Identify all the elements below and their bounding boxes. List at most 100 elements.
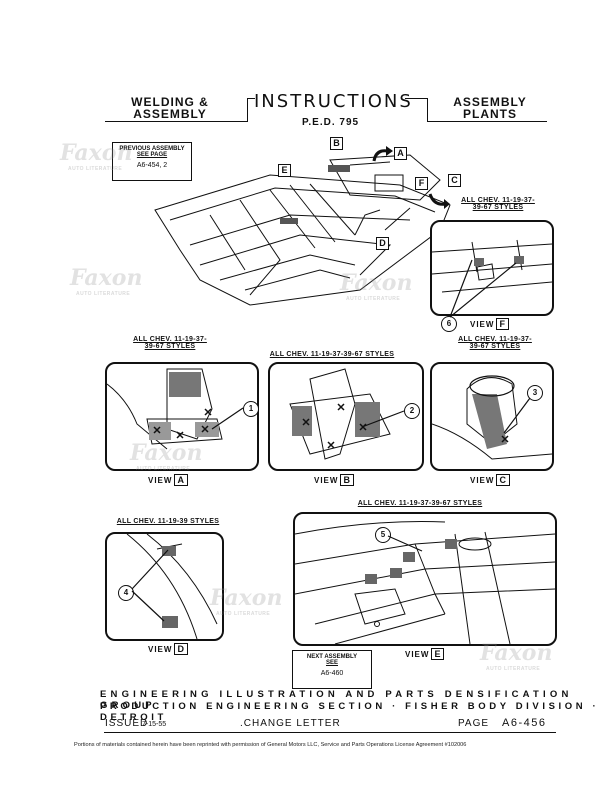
previous-assembly-code: A6-454, 2 xyxy=(136,162,168,169)
view-d-label-text: VIEW xyxy=(148,645,173,654)
view-a-panel xyxy=(105,362,259,471)
footer-rule xyxy=(104,732,556,733)
permission-notice: Portions of materials contained herein h… xyxy=(74,742,467,748)
view-c-style-line1: ALL CHEV. 11-19-37- xyxy=(458,336,532,343)
view-f-label-text: VIEW xyxy=(470,320,495,329)
header-title: INSTRUCTIONS xyxy=(254,91,413,112)
callout-1: 1 xyxy=(243,401,259,417)
callout-3: 3 xyxy=(527,385,543,401)
view-e-illustration xyxy=(295,521,555,644)
view-a-style-line1: ALL CHEV. 11-19-37- xyxy=(133,336,207,343)
view-a-style-line2: 39-67 STYLES xyxy=(144,343,196,350)
watermark-logo: Faxon xyxy=(60,140,133,166)
view-a-illustration xyxy=(107,368,223,450)
callout-5: 5 xyxy=(375,527,391,543)
callout-2-leader xyxy=(361,410,405,428)
view-f-style-label: ALL CHEV. 11-19-37- 39-67 STYLES xyxy=(448,197,548,211)
main-letter-d: D xyxy=(376,237,389,250)
next-assembly-code: A6-460 xyxy=(320,670,344,677)
main-letter-f: F xyxy=(415,177,428,190)
view-c-style-label: ALL CHEV. 11-19-37- 39-67 STYLES xyxy=(440,336,550,350)
view-a-label-text: VIEW xyxy=(148,476,173,485)
header-right-line2: PLANTS xyxy=(463,107,517,121)
view-e-letter: E xyxy=(431,648,445,660)
header-left-label: WELDING & ASSEMBLY xyxy=(120,96,220,120)
header-rule-right xyxy=(427,121,547,122)
next-assembly-line1: NEXT ASSEMBLY xyxy=(306,654,358,660)
header-rule-left-vert xyxy=(247,98,248,122)
previous-assembly-line1: PREVIOUS ASSEMBLY xyxy=(119,146,185,152)
callout-3-leader xyxy=(503,397,531,434)
footer-issued-date: 7-15-55 xyxy=(142,721,167,728)
ped-number: P.E.D. 795 xyxy=(302,117,360,128)
view-e-style-line1: ALL CHEV. 11-19-37-39-67 STYLES xyxy=(357,500,483,507)
view-b-style-line1: ALL CHEV. 11-19-37-39-67 STYLES xyxy=(269,351,395,358)
watermark-logo: Faxon xyxy=(130,440,203,466)
main-letter-c: C xyxy=(448,174,461,187)
next-assembly-box: NEXT ASSEMBLY SEE A6-460 xyxy=(292,650,372,689)
view-d-illustration xyxy=(126,534,218,639)
view-a-letter: A xyxy=(174,474,188,486)
view-d-style-label: ALL CHEV. 11-19-39 STYLES xyxy=(108,518,228,525)
arrow-icon xyxy=(372,146,393,162)
watermark-sub: AUTO LITERATURE xyxy=(76,291,131,297)
view-f-panel xyxy=(430,220,554,316)
arrow-icon xyxy=(428,193,450,209)
next-assembly-line2: SEE xyxy=(325,660,338,666)
view-c-label-text: VIEW xyxy=(470,476,495,485)
view-d-letter: D xyxy=(174,643,188,655)
header-rule-join-left xyxy=(247,98,255,99)
header-rule-right-vert xyxy=(427,98,428,122)
main-letter-e: E xyxy=(278,164,291,177)
footer-page-label: PAGE xyxy=(458,718,490,729)
callout-1-leader xyxy=(211,407,244,430)
view-b-style-label: ALL CHEV. 11-19-37-39-67 STYLES xyxy=(262,351,402,358)
callout-4-leaders xyxy=(131,549,169,622)
callout-2: 2 xyxy=(404,403,420,419)
previous-assembly-box: PREVIOUS ASSEMBLY SEE PAGE A6-454, 2 xyxy=(112,142,192,181)
main-floor-pan-illustration xyxy=(154,154,451,306)
watermark-logo: Faxon xyxy=(210,585,283,611)
watermark-logo: Faxon xyxy=(480,640,553,666)
view-c-illustration xyxy=(432,375,552,460)
view-a-style-label: ALL CHEV. 11-19-37- 39-67 STYLES xyxy=(115,336,225,350)
view-f-letter: F xyxy=(496,318,509,330)
view-f-style-line2: 39-67 STYLES xyxy=(472,204,524,211)
view-c-letter: C xyxy=(496,474,510,486)
main-letter-b: B xyxy=(330,137,343,150)
view-b-illustration xyxy=(289,368,391,460)
callout-5-leader xyxy=(387,535,423,552)
watermark-sub: AUTO LITERATURE xyxy=(216,611,271,617)
view-f-style-line1: ALL CHEV. 11-19-37- xyxy=(461,197,535,204)
view-b-label-text: VIEW xyxy=(314,476,339,485)
view-e-label-text: VIEW xyxy=(405,650,430,659)
header-rule-join-right xyxy=(405,98,428,99)
header-left-line2: ASSEMBLY xyxy=(133,107,207,121)
callout-6: 6 xyxy=(441,316,457,332)
footer-page-number: A6-456 xyxy=(502,717,547,729)
header-rule-left xyxy=(105,121,248,122)
view-d-style-line1: ALL CHEV. 11-19-39 STYLES xyxy=(116,518,220,525)
view-b-panel xyxy=(268,362,424,471)
footer-line1: ENGINEERING ILLUSTRATION AND PARTS DENSI… xyxy=(100,689,573,711)
view-c-panel xyxy=(430,362,554,471)
footer-change-letter: .CHANGE LETTER xyxy=(240,718,341,729)
callout-6-leaders xyxy=(450,259,517,318)
watermark-sub: AUTO LITERATURE xyxy=(136,466,191,472)
footer-line2: PRODUCTION ENGINEERING SECTION · FISHER … xyxy=(100,701,600,723)
previous-assembly-line2: SEE PAGE xyxy=(136,152,168,158)
watermark-sub: AUTO LITERATURE xyxy=(346,296,401,302)
header-left-line1: WELDING & xyxy=(131,95,209,109)
header-right-label: ASSEMBLY PLANTS xyxy=(440,96,540,120)
footer-issued-label: ISSUED xyxy=(105,718,149,729)
main-letter-a: A xyxy=(394,147,407,160)
view-c-style-line2: 39-67 STYLES xyxy=(469,343,521,350)
watermark-logo: Faxon xyxy=(70,265,143,291)
view-b-letter: B xyxy=(340,474,354,486)
